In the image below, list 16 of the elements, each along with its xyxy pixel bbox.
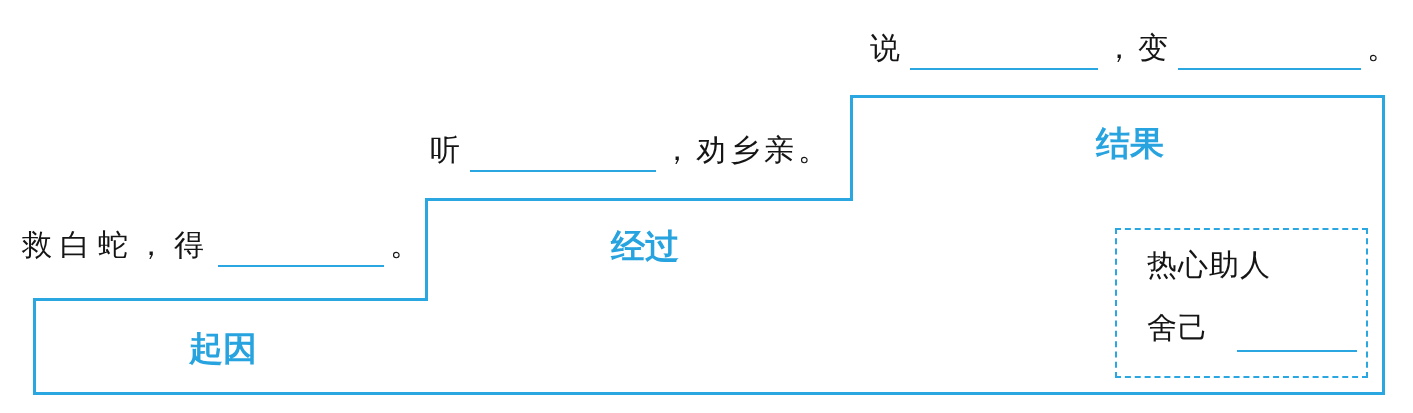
prompt-text: 听 (430, 132, 464, 168)
prompt-text: 。 (390, 227, 428, 263)
stair-step (850, 95, 1385, 395)
phrase-text: 舍己 (1147, 313, 1209, 343)
stair-step (425, 198, 850, 395)
step-label: 起因 (189, 331, 257, 365)
prompt-text: ，变 (1104, 30, 1172, 66)
prompt-text: 说 (870, 30, 904, 66)
stair-step (33, 298, 425, 395)
step-label: 经过 (611, 229, 679, 263)
step-label: 结果 (1096, 126, 1164, 160)
phrase-text: 热心助人 (1147, 250, 1271, 280)
prompt-text: ，劝乡亲。 (662, 132, 832, 168)
prompt-text: 。 (1367, 30, 1401, 66)
hint-box (1115, 228, 1368, 378)
prompt-text: 救白蛇，得 (22, 227, 212, 263)
